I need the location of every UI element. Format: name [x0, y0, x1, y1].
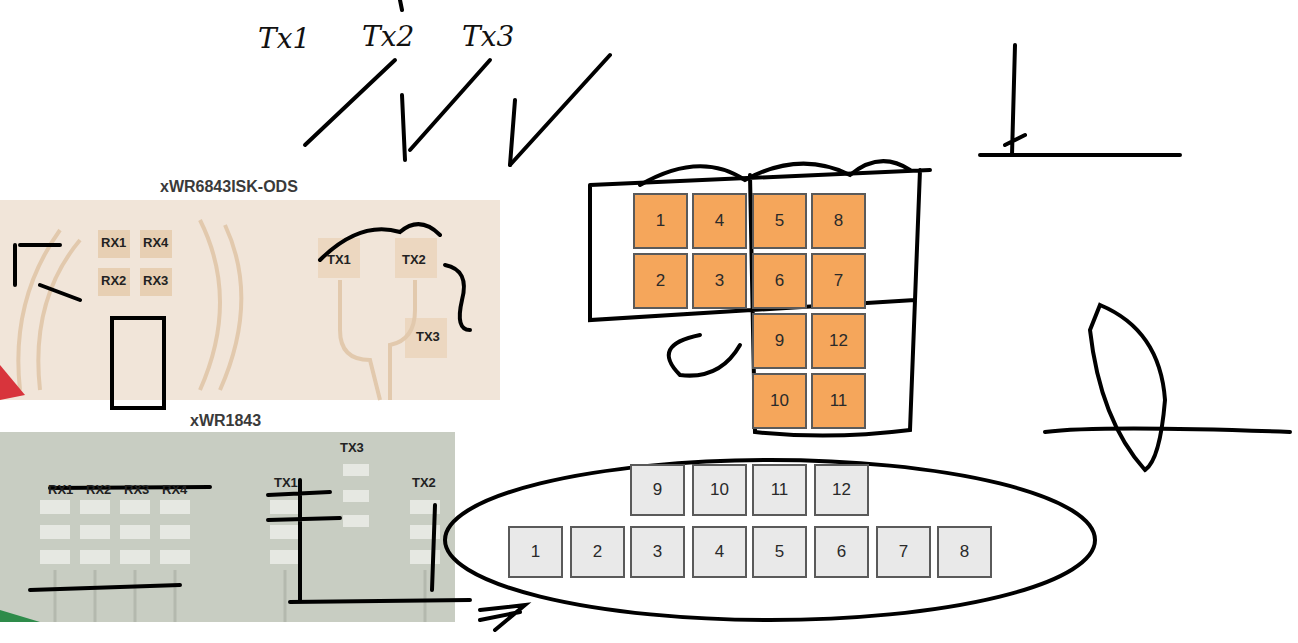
antenna-label: TX2	[412, 475, 436, 490]
array-cell: 12	[814, 464, 869, 516]
handwritten-note: Tx3	[462, 20, 514, 53]
antenna-label: TX3	[416, 329, 440, 344]
array-cell: 9	[752, 313, 807, 369]
handwritten-note: Tx1	[258, 22, 310, 55]
cell-number: 6	[837, 542, 846, 562]
handwritten-note: Tx2	[362, 20, 414, 53]
cell-number: 1	[656, 211, 665, 231]
array-cell: 3	[630, 526, 685, 578]
antenna-label: TX1	[327, 252, 351, 267]
cell-number: 1	[531, 542, 540, 562]
cell-number: 3	[653, 542, 662, 562]
cell-number: 8	[834, 211, 843, 231]
antenna-label: RX3	[143, 273, 168, 288]
cell-number: 5	[775, 211, 784, 231]
cell-number: 4	[715, 542, 724, 562]
array-cell: 3	[692, 253, 747, 309]
antenna-label: RX4	[162, 482, 187, 497]
board-title: xWR6843ISK-ODS	[160, 178, 298, 196]
board-panel: xWR6843ISK-ODS	[0, 172, 500, 400]
array-cell: 10	[692, 464, 747, 516]
array-cell: 9	[630, 464, 685, 516]
array-cell: 4	[692, 526, 747, 578]
cell-number: 7	[834, 271, 843, 291]
cell-number: 8	[960, 542, 969, 562]
cell-number: 10	[770, 391, 789, 411]
cell-number: 11	[771, 480, 789, 500]
array-cell: 12	[811, 313, 866, 369]
cell-number: 7	[899, 542, 908, 562]
antenna-label: RX2	[101, 273, 126, 288]
array-cell: 4	[692, 193, 747, 249]
array-cell: 5	[752, 526, 807, 578]
cell-number: 12	[832, 480, 851, 500]
cell-number: 9	[775, 331, 784, 351]
antenna-label: RX1	[48, 482, 73, 497]
array-cell: 7	[811, 253, 866, 309]
array-cell: 6	[752, 253, 807, 309]
cell-number: 2	[593, 542, 602, 562]
array-cell: 5	[752, 193, 807, 249]
array-cell: 7	[876, 526, 931, 578]
cell-number: 2	[656, 271, 665, 291]
array-cell: 10	[752, 373, 807, 429]
array-cell: 1	[633, 193, 688, 249]
antenna-label: RX1	[101, 235, 126, 250]
cell-number: 3	[715, 271, 724, 291]
array-cell: 2	[633, 253, 688, 309]
cell-number: 6	[775, 271, 784, 291]
board-panel: xWR1843	[0, 410, 455, 622]
antenna-label: RX4	[143, 235, 168, 250]
array-cell: 8	[811, 193, 866, 249]
array-cell: 1	[508, 526, 563, 578]
cell-number: 9	[653, 480, 662, 500]
antenna-label: RX3	[124, 482, 149, 497]
cell-number: 11	[830, 391, 848, 411]
antenna-label: TX3	[340, 440, 364, 455]
array-cell: 11	[752, 464, 807, 516]
board-title: xWR1843	[190, 412, 261, 430]
cell-number: 10	[710, 480, 729, 500]
array-cell: 2	[570, 526, 625, 578]
antenna-label: TX1	[274, 475, 298, 490]
antenna-label: RX2	[86, 482, 111, 497]
cell-number: 12	[829, 331, 848, 351]
array-cell: 6	[814, 526, 869, 578]
array-cell: 11	[811, 373, 866, 429]
antenna-label: TX2	[402, 252, 426, 267]
cell-number: 4	[715, 211, 724, 231]
array-cell: 8	[937, 526, 992, 578]
cell-number: 5	[775, 542, 784, 562]
